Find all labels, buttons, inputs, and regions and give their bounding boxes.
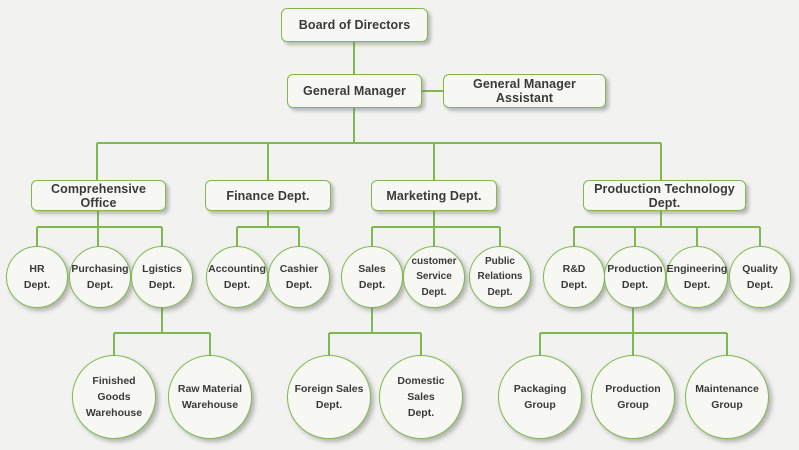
node-label-line: Public <box>484 255 515 267</box>
node-label-line: Maintenance <box>695 382 759 395</box>
node-label-line: Group <box>617 399 649 411</box>
node-label-line: Dept. <box>86 279 114 291</box>
node-label-line: Dept. <box>487 286 513 298</box>
node-label-line: Service <box>416 271 452 283</box>
node-label-line: HR <box>29 262 45 275</box>
node-label-line: Relations <box>477 271 523 283</box>
node-label-line: Warehouse <box>181 399 239 411</box>
node-label-line: Production <box>605 382 661 395</box>
node-label-line: Dept. <box>23 279 51 291</box>
node-label-line: Raw Material <box>177 382 243 395</box>
node-label-line: R&D <box>562 262 586 275</box>
node-label-line: Production <box>607 262 663 275</box>
node-label-line: Lgistics <box>142 262 182 275</box>
node-comprehensive-office[interactable]: Comprehensive Office <box>31 180 166 211</box>
node-label-line: Dept. <box>421 286 447 298</box>
node-label-line: Dept. <box>683 279 711 291</box>
node-label-line: Domestic Sales <box>397 374 445 403</box>
node-label-line: customer <box>411 255 457 267</box>
node-label-line: Dept. <box>223 279 251 291</box>
node-general-manager[interactable]: General Manager <box>287 74 422 108</box>
node-hr-dept[interactable]: HR Dept. <box>6 246 68 308</box>
node-label-line: Warehouse <box>85 407 143 420</box>
node-board-of-directors[interactable]: Board of Directors <box>281 8 428 42</box>
node-label-line: Dept. <box>560 279 588 291</box>
node-label: R&D Dept. <box>561 261 587 294</box>
node-rd-dept[interactable]: R&D Dept. <box>543 246 605 308</box>
node-label-line: Foreign Sales <box>294 382 364 395</box>
node-label: HR Dept. <box>24 261 50 294</box>
node-label-line: Dept. <box>621 279 649 291</box>
node-label-line: Group <box>524 399 556 411</box>
node-label-line: Cashier <box>279 262 319 275</box>
node-label-line: Packaging <box>513 382 567 395</box>
node-label-line: Dept. <box>315 399 343 411</box>
node-label-line: Finished Goods <box>92 374 136 403</box>
node-label-line: Dept. <box>746 279 774 291</box>
node-label-line: Group <box>711 399 743 411</box>
node-label-line: Dept. <box>407 407 435 420</box>
node-label-line: Dept. <box>358 279 386 291</box>
node-label-line: Quality <box>742 262 778 275</box>
node-label-line: Purchasing <box>71 262 129 275</box>
node-marketing-dept[interactable]: Marketing Dept. <box>371 180 497 211</box>
node-finance-dept[interactable]: Finance Dept. <box>205 180 331 211</box>
node-label-line: Sales <box>358 262 386 275</box>
node-label-line: Dept. <box>148 279 176 291</box>
node-label-line: Accounting <box>208 262 266 275</box>
node-label-line: Dept. <box>285 279 313 291</box>
node-label-line: Engineering <box>666 262 728 275</box>
node-general-manager-assistant[interactable]: General Manager Assistant <box>443 74 606 108</box>
node-production-technology-dept[interactable]: Production Technology Dept. <box>583 180 746 211</box>
